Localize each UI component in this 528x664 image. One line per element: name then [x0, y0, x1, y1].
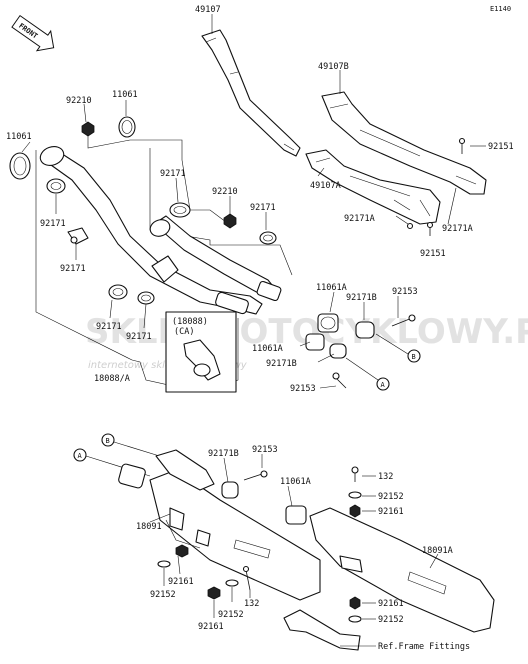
label-92210-left: 92210 [66, 96, 92, 106]
clamp-92171-left [46, 178, 66, 194]
clamp-92171-left-lower [67, 227, 89, 245]
label-92171b-lower: 92171B [208, 449, 239, 459]
upper-assembly-frame [35, 132, 293, 393]
label-92171-left-2: 92171 [60, 264, 86, 274]
ca-inset-box [165, 311, 237, 393]
clamp-92171-mid [259, 231, 277, 245]
nut-92210 [81, 121, 237, 229]
callout-a-upper-text: A [381, 381, 386, 389]
label-ref-frame-fittings: Ref.Frame Fittings [378, 642, 470, 652]
clamp-92171b-lower [221, 470, 268, 499]
label-92152-left: 92152 [150, 590, 176, 600]
label-18091a: 18091A [422, 546, 453, 556]
callout-b-lower-text: B [106, 437, 110, 445]
muffler-18091 [118, 449, 321, 601]
label-11061a-right: 11061A [316, 283, 347, 293]
label-92161-center: 92161 [198, 622, 224, 632]
heat-shield-49107 [201, 29, 301, 157]
washer-nut-right [348, 466, 362, 623]
gasket-11061-left [9, 152, 31, 180]
gasket-11061a-right [317, 313, 339, 333]
label-92161-right-2: 92161 [378, 599, 404, 609]
label-18088a: 18088/A [94, 374, 130, 384]
callout-a-upper: A [376, 377, 390, 391]
front-arrow-icon: FRONT [11, 14, 55, 52]
clamp-92171-upper [169, 202, 191, 218]
label-11061-top: 11061 [112, 90, 138, 100]
label-92152-right-2: 92152 [378, 615, 404, 625]
label-92161-right-1: 92161 [378, 507, 404, 517]
label-49107: 49107 [195, 5, 221, 15]
frame-bracket [283, 609, 361, 651]
washer-nut-left [157, 544, 251, 600]
label-92210-center: 92210 [212, 187, 238, 197]
label-92153-lower: 92153 [252, 445, 278, 455]
part-labels: 49107 49107B 92151 49107A 92171A 92171A … [6, 5, 514, 652]
label-132-left: 132 [244, 599, 259, 609]
label-92171-c4: 92171 [126, 332, 152, 342]
gasket-11061a-center [305, 333, 325, 351]
label-92171-left-1: 92171 [40, 219, 66, 229]
callout-a-lower: A [73, 448, 87, 462]
callout-b-lower: B [101, 433, 115, 447]
callout-b-upper: B [407, 349, 421, 363]
label-49107a: 49107A [310, 181, 341, 191]
label-92153-right: 92153 [392, 287, 418, 297]
gasket-11061-top [118, 116, 136, 138]
label-11061-left: 11061 [6, 132, 32, 142]
label-11061a-lower: 11061A [280, 477, 311, 487]
label-49107b: 49107B [318, 62, 349, 72]
bolt-92153-right [332, 314, 416, 389]
leader-lines-upper [21, 14, 486, 389]
label-92171-c2: 92171 [250, 203, 276, 213]
label-92151-low: 92151 [420, 249, 446, 259]
label-92153-center: 92153 [290, 384, 316, 394]
muffler-18091a [285, 505, 495, 633]
label-18091: 18091 [136, 522, 162, 532]
label-18088-ca-2: (CA) [174, 327, 194, 337]
callout-a-lower-text: A [78, 452, 83, 460]
label-92171a-right: 92171A [442, 224, 473, 234]
exhaust-pipe-rear [149, 215, 282, 315]
label-11061a-center: 11061A [252, 344, 283, 354]
clamp-92171-pair [108, 284, 155, 305]
label-92171a-left: 92171A [344, 214, 375, 224]
heat-shield-49107a [305, 149, 441, 225]
diagram-code: E1140 [490, 5, 511, 13]
label-92152-center: 92152 [218, 610, 244, 620]
callout-b-upper-text: B [412, 353, 416, 361]
label-92152-right-1: 92152 [378, 492, 404, 502]
label-92171-c3: 92171 [96, 322, 122, 332]
label-92171b-right: 92171B [346, 293, 377, 303]
screw-92151 [406, 137, 466, 236]
leader-lines-lower [149, 454, 439, 647]
label-92151-top: 92151 [488, 142, 514, 152]
label-132-right: 132 [378, 472, 393, 482]
label-92171b-center: 92171B [266, 359, 297, 369]
label-92161-left: 92161 [168, 577, 194, 587]
clamp-92171b-right [329, 321, 375, 359]
heat-shield-49107b [321, 91, 487, 195]
label-18088-ca-1: (18088) [172, 317, 208, 327]
exhaust-pipe-front [39, 146, 263, 315]
label-92171-c1: 92171 [160, 169, 186, 179]
